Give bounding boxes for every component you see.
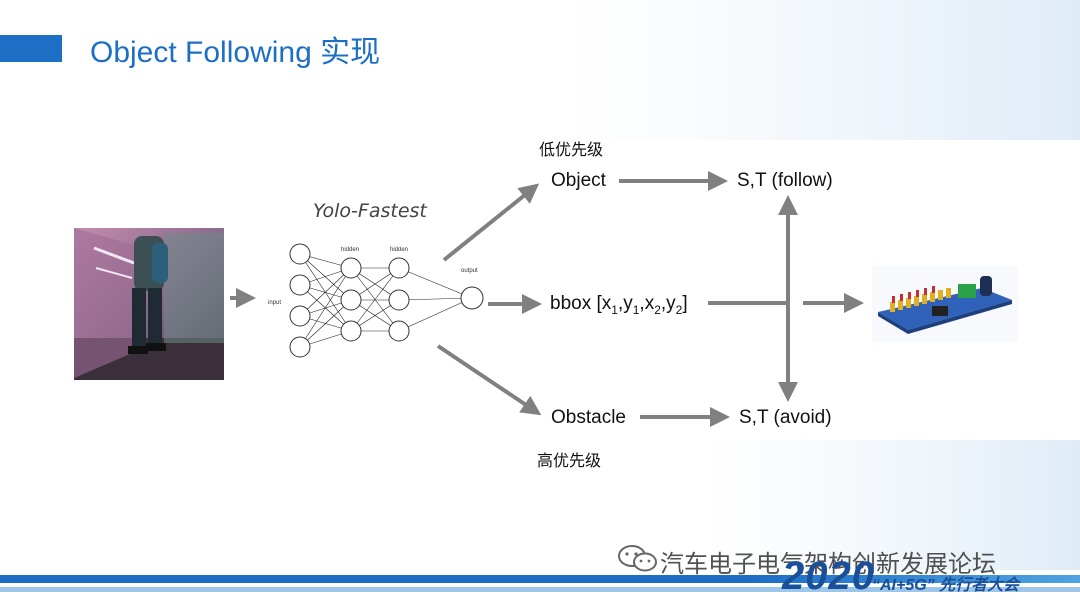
high-priority-label: 高优先级 bbox=[537, 453, 602, 470]
bbox-text-end: ] bbox=[682, 293, 688, 314]
bbox-sub: 1 bbox=[611, 302, 618, 317]
bbox-sep: ,y bbox=[617, 293, 633, 314]
hidden-node bbox=[340, 289, 362, 311]
hidden-layer-label-1: hidden bbox=[341, 247, 360, 253]
input-node bbox=[289, 243, 311, 265]
bbox-sep: ,x bbox=[639, 293, 655, 314]
event-slogan: “AI+5G” 先行者大会 bbox=[872, 577, 1020, 594]
input-node bbox=[289, 336, 311, 358]
input-node bbox=[289, 305, 311, 327]
servo-driver-board-image bbox=[872, 266, 1018, 342]
neural-network-diagram bbox=[289, 243, 484, 358]
event-year: 2020 bbox=[782, 554, 875, 598]
output-node bbox=[460, 286, 484, 310]
network-name: Yolo-Fastest bbox=[313, 200, 427, 222]
footer-accent-line bbox=[0, 575, 1080, 583]
arrow-to-obstacle bbox=[436, 344, 542, 416]
output-layer-label: output bbox=[461, 268, 478, 274]
bbox-sub: 2 bbox=[654, 302, 661, 317]
follow-result-label: S,T (follow) bbox=[737, 170, 833, 191]
bbox-label: bbox [x1,y1,x2,y2] bbox=[550, 293, 688, 317]
bbox-sub: 1 bbox=[632, 302, 640, 317]
low-priority-label: 低优先级 bbox=[539, 142, 604, 159]
bbox-sep: ,y bbox=[660, 293, 676, 314]
input-node bbox=[289, 274, 311, 296]
arrow-to-object bbox=[442, 183, 540, 262]
title-accent-bar bbox=[0, 35, 62, 62]
input-layer-label: input bbox=[268, 300, 282, 306]
footer-accent-line-light bbox=[0, 587, 1080, 592]
avoid-result-label: S,T (avoid) bbox=[739, 407, 832, 428]
slide-title: Object Following 实现 bbox=[90, 36, 381, 69]
hidden-node bbox=[340, 257, 362, 279]
obstacle-label: Obstacle bbox=[551, 407, 626, 428]
hidden-node bbox=[388, 257, 410, 279]
camera-frame-image bbox=[74, 228, 224, 380]
object-label: Object bbox=[551, 170, 606, 191]
channel-watermark: 汽车电子电气架构创新发展论坛 bbox=[660, 551, 996, 578]
bbox-text-start: bbox [x bbox=[550, 293, 612, 314]
hidden-node bbox=[388, 289, 410, 311]
hidden-layer-label-2: hidden bbox=[390, 247, 409, 253]
hidden-node bbox=[388, 320, 410, 342]
hidden-node bbox=[340, 320, 362, 342]
bbox-sub: 2 bbox=[675, 302, 683, 317]
wechat-icon bbox=[618, 545, 657, 572]
